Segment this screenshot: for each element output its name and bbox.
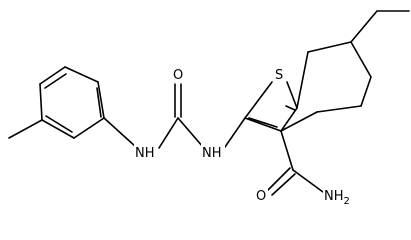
amide-oxygen-atom: O	[255, 186, 268, 204]
amide-nh2-subscript: 2	[344, 196, 350, 207]
nh-carbonyl-bond	[158, 117, 179, 149]
aryl-nh-bond	[103, 117, 137, 148]
ring-sulfur-label: S	[275, 68, 283, 83]
cyclo-bond-3	[350, 41, 372, 78]
thiophene-double-1	[285, 105, 296, 111]
bond-layer	[8, 10, 410, 196]
cyclo-bond-1	[296, 51, 309, 109]
amide-co-bond-b	[271, 173, 296, 196]
cyclo-bond-6	[280, 111, 318, 132]
thiophene-bond-2	[286, 81, 298, 109]
tolyl-bond-4	[73, 117, 105, 139]
amide-nh2-label: NH2	[324, 189, 350, 207]
methyl-bond	[8, 119, 43, 139]
tolyl-bond-2	[64, 66, 99, 83]
urea-nh-thiophene-label: NH	[202, 146, 222, 161]
urea-nh-thiophene-atom: NH	[201, 143, 225, 161]
ring-amide-bond	[280, 130, 294, 171]
thiophene-bond-4	[244, 117, 282, 132]
urea-nh-aryl-label: NH	[135, 146, 155, 161]
cyclo-bond-2	[307, 41, 352, 53]
amide-nh2-main: NH	[324, 189, 344, 204]
tolyl-double-3	[45, 115, 73, 133]
thiophene-bond-3	[280, 107, 298, 132]
urea-nh-aryl-atom: NH	[134, 143, 158, 161]
ring-sulfur-atom: S	[274, 66, 286, 83]
tolyl-double-1	[44, 73, 67, 89]
urea-oxygen-label: O	[173, 68, 183, 83]
amide-co-bond-a	[267, 167, 291, 191]
amide-cn-bond	[292, 169, 324, 193]
tolyl-bond-3	[97, 81, 105, 119]
cyclo-bond-4	[360, 76, 372, 107]
tolyl-bond-1	[39, 66, 66, 85]
urea-oxygen-atom: O	[172, 66, 185, 83]
ethyl-bond-1	[350, 10, 378, 43]
tolyl-bond-5	[41, 119, 75, 139]
thiophene-bond-1	[244, 81, 273, 119]
amide-nh2-atom: NH2	[323, 186, 355, 207]
carbonyl-nh-bond	[177, 117, 204, 148]
cyclo-bond-5	[316, 105, 362, 113]
tolyl-bond-6	[39, 83, 43, 121]
molecule-structure: S O NH NH O NH2	[8, 10, 410, 207]
tolyl-double-2	[96, 87, 102, 118]
amide-oxygen-label: O	[256, 189, 266, 204]
nh-thiophene-bond	[224, 117, 246, 148]
atom-label-layer: S O NH NH O NH2	[134, 66, 355, 207]
thiophene-double-2	[248, 117, 278, 128]
